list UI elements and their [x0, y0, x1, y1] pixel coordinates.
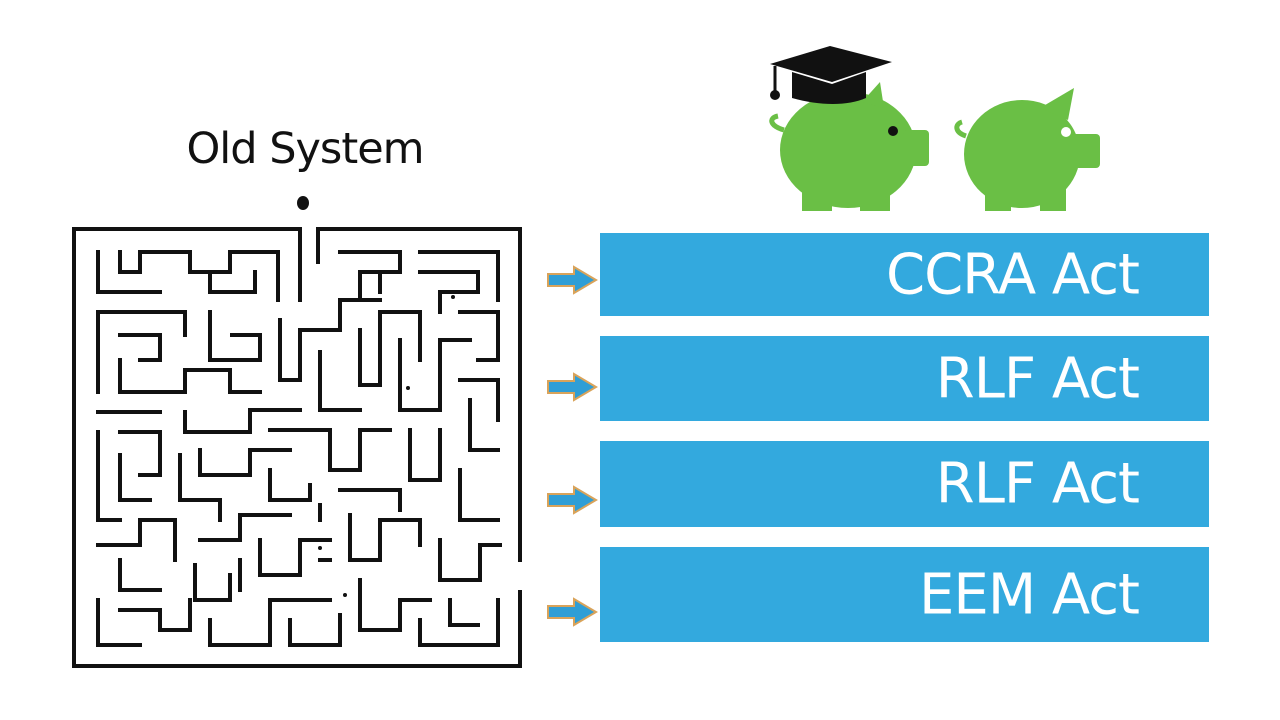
- act-label: RLF Act: [935, 451, 1140, 517]
- act-label: RLF Act: [935, 346, 1140, 411]
- maze-entry-marker: [297, 196, 309, 210]
- act-bar-rlf-2: RLF Act: [600, 441, 1209, 527]
- right-arrow-icon: [547, 485, 598, 515]
- act-bar-rlf-1: RLF Act: [600, 336, 1209, 421]
- right-arrow-icon: [547, 597, 598, 627]
- act-label: CCRA Act: [885, 242, 1140, 307]
- right-arrow-icon: [547, 265, 598, 295]
- act-bar-ccra: CCRA Act: [600, 233, 1209, 316]
- piggy-bank-graduate-icon: [769, 46, 929, 211]
- act-bar-eem: EEM Act: [600, 547, 1209, 642]
- maze-title: Old System: [186, 124, 424, 174]
- piggy-bank-icon: [954, 88, 1100, 211]
- right-arrow-icon: [547, 372, 598, 402]
- act-label: EEM Act: [919, 562, 1140, 627]
